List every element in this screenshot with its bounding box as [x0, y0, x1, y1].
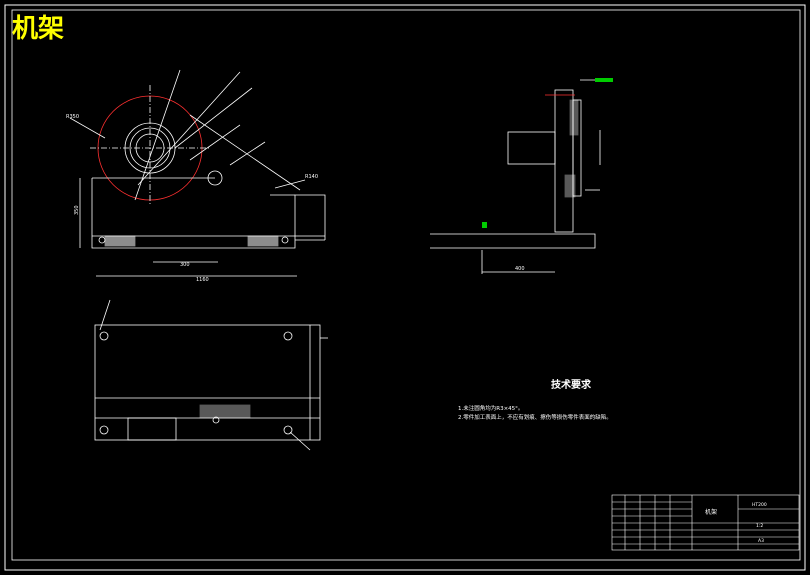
dim-front-width: 1160	[196, 277, 209, 283]
dim-radius-small: R140	[305, 174, 318, 180]
tech-req-line1: 1.未注圆角均为R3×45°。	[458, 404, 523, 412]
hatch-right	[247, 235, 279, 247]
top-view	[94, 299, 328, 451]
dim-front-height: 350	[74, 205, 80, 215]
dim-front-inner: 300	[180, 262, 190, 268]
green-marker-top	[595, 78, 613, 82]
front-view	[69, 69, 326, 277]
dim-radius-large: R350	[66, 114, 79, 120]
title-block-sheet: A3	[758, 538, 764, 544]
title-block-part-name: 机架	[705, 508, 717, 516]
tech-req-heading: 技术要求	[551, 378, 592, 391]
hatch-left	[104, 235, 136, 247]
side-view	[430, 79, 601, 274]
title-block-scale: 1:2	[756, 523, 763, 529]
drawing-title: 机架	[12, 14, 65, 44]
tech-req-line2: 2.零件加工表面上，不应有划痕、擦伤等损伤零件表面的缺陷。	[458, 413, 612, 421]
green-marker-bottom	[482, 222, 487, 228]
dim-side-bottom: 400	[515, 266, 525, 272]
drawing-frame	[4, 4, 806, 571]
inner-frame	[11, 9, 801, 561]
title-block-material: HT200	[752, 502, 767, 508]
title-block	[611, 494, 800, 551]
